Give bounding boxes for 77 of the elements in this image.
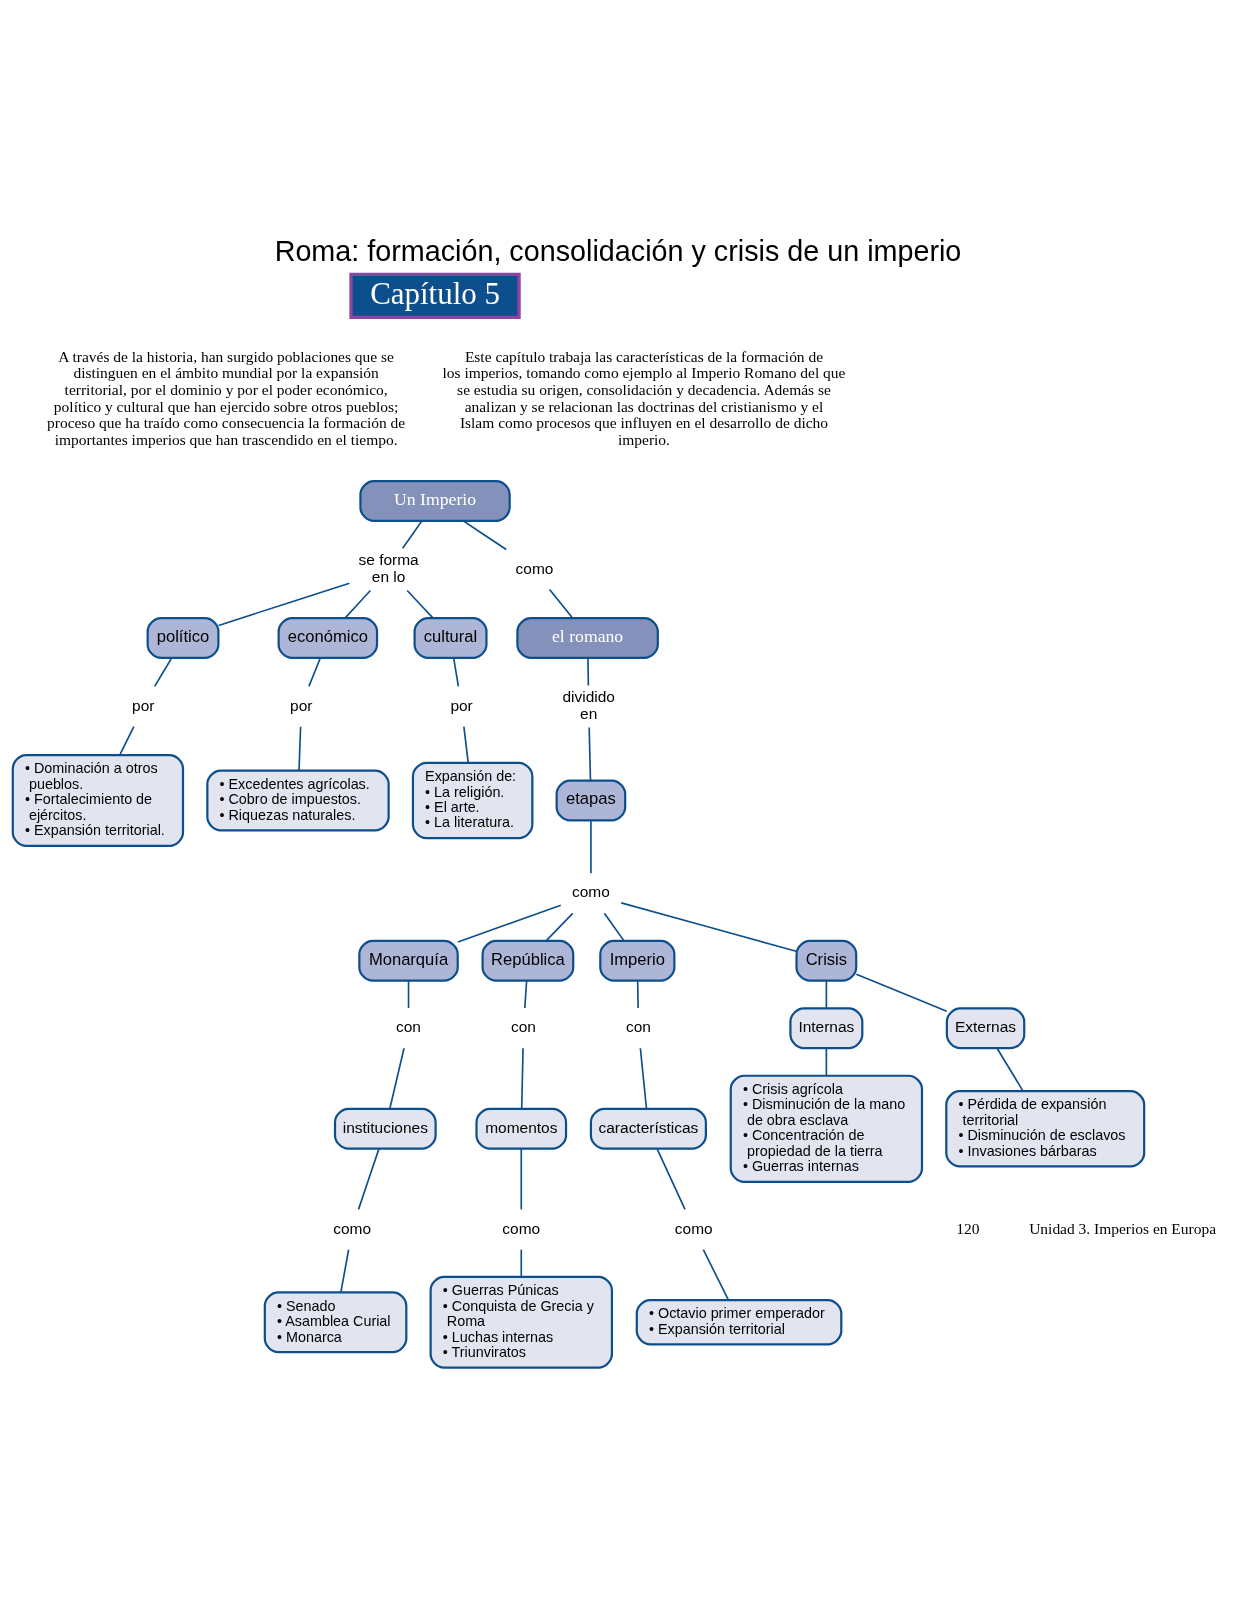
node-text: por — [450, 696, 473, 714]
connector — [153, 656, 173, 687]
node-box: político — [146, 616, 220, 659]
connector — [588, 726, 592, 781]
connector — [520, 1147, 523, 1210]
node-text: por — [132, 696, 155, 714]
connector — [620, 901, 798, 952]
connector — [702, 1248, 730, 1301]
connector — [388, 1046, 405, 1110]
connector — [217, 581, 351, 626]
connector — [545, 912, 574, 941]
node-box: • Crisis agrícola • Disminución de la mano de obra esclava • Concentración de propiedad de la tierra • Guerras internas — [729, 1074, 924, 1183]
node-text: con — [625, 1017, 651, 1035]
connector — [855, 972, 948, 1012]
connector — [590, 819, 592, 874]
connector — [656, 1147, 686, 1210]
connector — [520, 1248, 523, 1277]
node-box: etapas — [555, 779, 627, 821]
node-box: Monarquía — [358, 939, 459, 982]
node-box: Un Imperio — [359, 479, 511, 522]
connector — [298, 725, 302, 771]
node-text: con — [396, 1017, 421, 1035]
connector — [452, 656, 460, 687]
connector — [587, 656, 590, 686]
label: 120 — [956, 1218, 980, 1236]
node-box: • Senado • Asamblea Curial • Monarca — [263, 1290, 408, 1353]
node-box: económico — [277, 616, 379, 659]
node-box: • Pérdida de expansión territorial • Disminución de esclavos • Invasiones bárbaras — [945, 1089, 1146, 1167]
node-text: como — [502, 1218, 541, 1236]
connector — [401, 519, 423, 549]
node-text: como — [674, 1218, 713, 1236]
node-box: Externas — [945, 1006, 1026, 1049]
node-box: instituciones — [333, 1107, 437, 1150]
connector — [463, 725, 470, 763]
node-box: Internas — [789, 1006, 864, 1049]
node-text: como — [572, 882, 610, 900]
node-box: cultural — [413, 616, 488, 659]
node-box: República — [481, 939, 575, 982]
connector — [340, 1248, 350, 1293]
connector — [825, 1046, 828, 1076]
node-box: • Octavio primer emperador • Expansión territorial — [635, 1298, 843, 1345]
connector — [825, 979, 828, 1009]
connector — [996, 1046, 1024, 1092]
label: Unidad 3. Imperios en Europa — [1029, 1218, 1217, 1236]
node-box: • Excedentes agrícolas. • Cobro de impuestos. • Riquezas naturales. — [206, 769, 390, 831]
connector — [548, 588, 574, 619]
label: A través de la historia, han surgido poblaciones que se distinguen en el ámbito mundial por la expansión territorial, por el dominio y por el poder económico, político y cultural que han ejercido sobre otros pueblos; proceso que ha traído como consecuencia la formación de importantes imperios que han trascendido en el tiempo. — [47, 347, 406, 448]
node-box: Crisis — [795, 939, 858, 982]
node-text: se forma en lo — [358, 550, 419, 585]
node-box: • Dominación a otros pueblos. • Fortalecimiento de ejércitos. • Expansión territorial. — [11, 753, 185, 847]
node-box: momentos — [475, 1107, 568, 1150]
node-box: Imperio — [599, 939, 676, 982]
node-text: como — [515, 559, 554, 577]
node-box: Expansión de: • La religión. • El arte. • La literatura. — [411, 761, 534, 839]
connector — [308, 656, 322, 687]
node-box: • Guerras Púnicas • Conquista de Grecia y Roma • Luchas internas • Triunviratos — [429, 1275, 614, 1369]
label: Este capítulo trabaja las características de la formación de los imperios, tomando como ejemplo al Imperio Romano del que se estudia su origen, consolidación y decadencia. Además se analizan y se relacionan las doctrinas del cristianismo y el Islam como procesos que influyen en el desarrollo de dicho imperio. — [442, 347, 846, 448]
node-text: por — [290, 696, 313, 714]
connector — [457, 903, 562, 943]
connector — [406, 589, 434, 619]
node-text: como — [333, 1218, 372, 1236]
connector — [118, 725, 135, 756]
connector — [357, 1147, 380, 1210]
node-text: dividido en — [562, 687, 615, 722]
connector — [636, 979, 639, 1009]
node-box: el romano — [516, 616, 659, 659]
label: Capítulo 5 — [370, 275, 500, 311]
connector — [639, 1046, 648, 1110]
node-box: características — [589, 1107, 707, 1150]
connector — [603, 912, 625, 941]
node-text: con — [511, 1017, 536, 1035]
connector — [407, 979, 410, 1009]
connector — [520, 1046, 524, 1110]
connector — [344, 589, 372, 619]
connector — [523, 979, 528, 1009]
connector — [462, 519, 508, 550]
diagram-title: Roma: formación, consolidación y crisis de un imperio — [274, 234, 962, 267]
